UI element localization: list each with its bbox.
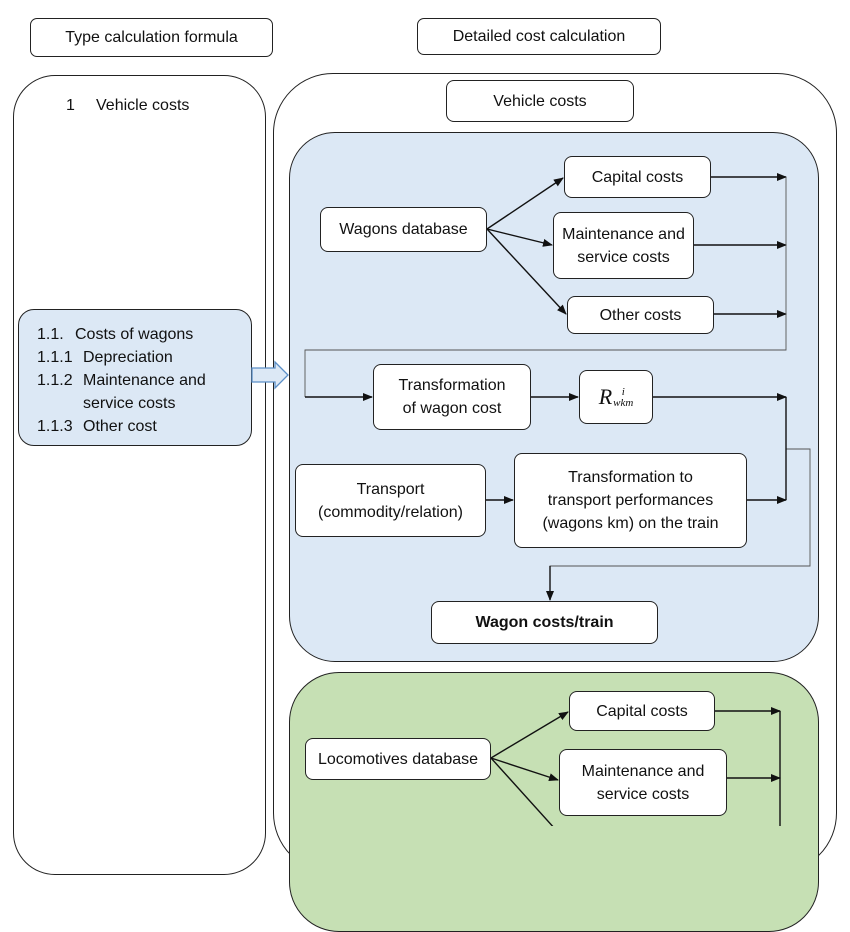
sublist-text-3: Maintenance and xyxy=(83,372,206,389)
sublist-text-5: Other cost xyxy=(83,418,157,435)
sublist-num-5: 1.1.3 xyxy=(37,418,73,435)
wagon-other-costs-label: Other costs xyxy=(599,306,682,324)
perf-line1: Transformation to xyxy=(568,469,693,486)
arrow-wagdb-other xyxy=(486,228,567,315)
perf-line3: (wagons km) on the train xyxy=(542,515,719,532)
sublist-num-1: 1.1. xyxy=(37,326,64,343)
vehicle-costs-box: Vehicle costs xyxy=(446,80,634,122)
loco-capital-costs-label: Capital costs xyxy=(596,702,688,720)
wagon-maintenance-line1: Maintenance and xyxy=(562,225,685,243)
collector-wagon-costs xyxy=(304,177,787,397)
transformation-wagon-cost-box: Transformation of wagon cost xyxy=(373,364,531,430)
wagon-costs-train-box: Wagon costs/train xyxy=(431,601,658,644)
r-symbol: R xyxy=(598,383,613,409)
wagons-database-box: Wagons database xyxy=(320,207,487,252)
loco-maintenance-box: Maintenance and service costs xyxy=(559,749,727,816)
arrow-wagdb-capital xyxy=(486,177,564,230)
wagon-capital-costs-label: Capital costs xyxy=(591,168,684,186)
connector-arrows xyxy=(251,173,811,826)
wagon-maintenance-box: Maintenance and service costs xyxy=(553,212,694,279)
header-left-label: Type calculation formula xyxy=(65,29,238,46)
arrow-locodb-other xyxy=(490,757,554,826)
loco-capital-costs-box: Capital costs xyxy=(569,691,715,731)
wagon-other-costs-box: Other costs xyxy=(567,296,714,334)
header-right-label: Detailed cost calculation xyxy=(452,28,626,45)
perf-line2: transport performances xyxy=(547,492,714,509)
item1-label: Vehicle costs xyxy=(96,97,190,114)
arrow-locodb-maintenance xyxy=(490,757,559,781)
sublist-num-2: 1.1.1 xyxy=(37,349,73,366)
sublist-text-4: service costs xyxy=(83,395,176,412)
arrow-locodb-capital xyxy=(490,711,569,759)
transport-commodity-box: Transport (commodity/relation) xyxy=(295,464,486,537)
costs-of-wagons-box: 1.1. Costs of wagons 1.1.1 Depreciation … xyxy=(18,309,252,446)
wagon-maintenance-line2: service costs xyxy=(577,248,670,266)
locomotives-database-label: Locomotives database xyxy=(317,750,479,768)
transport-line2: (commodity/relation) xyxy=(318,503,463,521)
transformation-line2: of wagon cost xyxy=(402,400,502,417)
transport-line1: Transport xyxy=(356,480,425,498)
sublist-text-1: Costs of wagons xyxy=(75,326,194,343)
locomotives-database-box: Locomotives database xyxy=(305,738,491,780)
wagon-costs-train-label: Wagon costs/train xyxy=(475,614,614,631)
block-arrow-icon xyxy=(251,360,289,390)
vehicle-costs-label: Vehicle costs xyxy=(493,92,587,110)
loco-maintenance-line1: Maintenance and xyxy=(581,762,705,780)
arrow-wagdb-maintenance xyxy=(486,228,553,247)
transformation-line1: Transformation xyxy=(398,377,506,394)
loco-maintenance-line2: service costs xyxy=(596,785,690,803)
r-subscript: wkm xyxy=(613,397,634,410)
r-superscript: i xyxy=(621,386,625,399)
transformation-performance-box: Transformation to transport performances… xyxy=(514,453,747,548)
header-type-calculation-formula: Type calculation formula xyxy=(30,18,273,57)
wagons-database-label: Wagons database xyxy=(339,221,468,238)
sublist-num-3: 1.1.2 xyxy=(37,372,73,389)
sublist-text-2: Depreciation xyxy=(83,349,173,366)
header-detailed-cost-calculation: Detailed cost calculation xyxy=(417,18,661,55)
wagon-capital-costs-box: Capital costs xyxy=(564,156,711,198)
item1-number: 1 xyxy=(66,97,75,114)
